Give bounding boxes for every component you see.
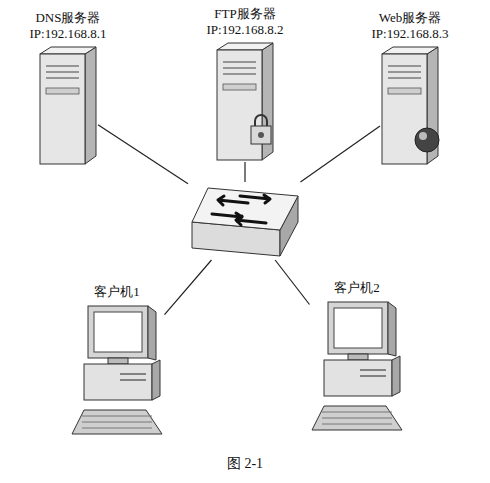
server-front <box>40 54 85 164</box>
server-label: IP:192.168.8.3 <box>360 26 460 42</box>
server-icon <box>380 44 440 166</box>
dns-server: DNS服务器IP:192.168.8.1 <box>18 10 118 175</box>
lock-hole <box>258 132 264 138</box>
drive-bay <box>223 61 256 62</box>
keyboard-keys <box>322 412 392 413</box>
drive-bay <box>120 379 146 380</box>
monitor-side <box>148 306 156 360</box>
keyboard-keys <box>82 422 152 423</box>
monitor-side <box>388 302 396 356</box>
pc-icon <box>70 302 165 438</box>
drive-bay <box>360 375 386 376</box>
monitor-frame <box>328 302 388 354</box>
server-top <box>217 43 273 50</box>
drive-slot <box>388 88 421 94</box>
pc-case <box>84 364 152 400</box>
drive-slot <box>46 88 79 94</box>
network-link <box>165 260 212 315</box>
client-label: 客户机1 <box>62 284 172 300</box>
keyboard <box>72 410 162 434</box>
keyboard-keys <box>82 416 152 417</box>
drive-bay <box>388 65 421 66</box>
server-label: FTP服务器 <box>195 6 295 22</box>
client-computer: 客户机1 <box>62 284 172 444</box>
network-link <box>98 125 188 184</box>
server-label: IP:192.168.8.2 <box>195 22 295 38</box>
server-top <box>40 47 96 54</box>
client-computer: 客户机2 <box>302 280 412 444</box>
pc-case <box>324 360 392 396</box>
drive-bay <box>223 73 256 74</box>
server-label: DNS服务器 <box>18 10 118 26</box>
network-link <box>244 162 245 182</box>
monitor-stand <box>108 358 128 364</box>
server-side <box>85 47 96 164</box>
drive-bay <box>120 373 146 374</box>
server-icon <box>38 44 98 166</box>
keyboard-keys <box>82 428 152 429</box>
switch-arrow <box>240 195 270 203</box>
lock-shackle <box>255 115 267 126</box>
server-label: IP:192.168.8.1 <box>18 26 118 42</box>
pc-icon <box>310 298 405 434</box>
keyboard-keys <box>322 418 392 419</box>
server-icon <box>215 40 275 162</box>
switch-icon <box>188 182 302 260</box>
pc-case-side <box>392 356 400 396</box>
web-server: Web服务器IP:192.168.8.3 <box>360 10 460 175</box>
figure-caption: 图 2-1 <box>0 455 490 473</box>
drive-bay <box>46 77 79 78</box>
keyboard-keys <box>322 424 392 425</box>
drive-bay <box>360 369 386 370</box>
globe-symbol <box>415 128 439 152</box>
network-switch <box>188 182 302 260</box>
monitor-stand <box>348 354 368 360</box>
network-link <box>275 260 309 305</box>
drive-bay <box>46 71 79 72</box>
keyboard <box>312 406 402 430</box>
drive-bay <box>388 71 421 72</box>
switch-top <box>192 188 298 230</box>
switch-arrow <box>236 216 266 225</box>
pc-case-side <box>152 360 160 400</box>
drive-bay <box>46 65 79 66</box>
client-label: 客户机2 <box>302 280 412 296</box>
server-top <box>382 47 438 54</box>
drive-slot <box>223 84 256 90</box>
drive-bay <box>223 67 256 68</box>
monitor-frame <box>88 306 148 358</box>
drive-bay <box>388 77 421 78</box>
network-link <box>300 126 380 182</box>
lock-body <box>251 126 271 144</box>
server-label: Web服务器 <box>360 10 460 26</box>
monitor-screen <box>94 312 142 352</box>
globe-highlight <box>419 132 427 140</box>
ftp-server: FTP服务器IP:192.168.8.2 <box>195 6 295 168</box>
monitor-screen <box>334 308 382 348</box>
